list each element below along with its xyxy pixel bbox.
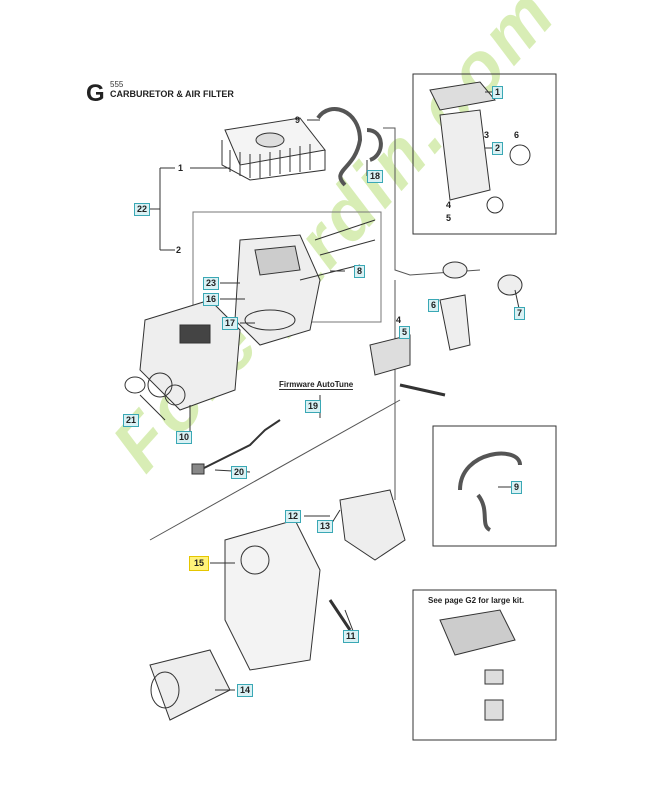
callout-19[interactable]: 19: [305, 400, 322, 413]
label-6: 6: [514, 130, 520, 140]
label-5: 5: [446, 213, 452, 223]
carburetor-housing-drawing: [234, 219, 376, 346]
label-9: 9: [295, 115, 301, 125]
callout-21[interactable]: 21: [123, 414, 140, 427]
inset-frame-hose: [432, 425, 557, 547]
callout-17[interactable]: 17: [222, 317, 239, 330]
callout-14[interactable]: 14: [237, 684, 254, 697]
filter-cover-drawing: [429, 81, 531, 214]
callout-20[interactable]: 20: [231, 466, 248, 479]
large-kit-note: See page G2 for large kit.: [428, 596, 525, 605]
large-kit-drawing: [439, 609, 516, 721]
label-2: 2: [176, 245, 182, 255]
firmware-note: Firmware AutoTune: [279, 380, 354, 390]
label-1: 1: [178, 163, 184, 173]
callout-10[interactable]: 10: [176, 431, 193, 444]
callout-13[interactable]: 13: [317, 520, 334, 533]
callout-8[interactable]: 8: [354, 265, 366, 278]
inset-frame-top: [412, 73, 557, 235]
callout-23[interactable]: 23: [203, 277, 220, 290]
purge-pump-drawing: [369, 261, 523, 397]
callout-22[interactable]: 22: [134, 203, 151, 216]
callout-2[interactable]: 2: [492, 142, 504, 155]
fuel-hose-drawing: [316, 107, 363, 187]
intake-boot-drawing: [149, 649, 231, 721]
callout-12[interactable]: 12: [285, 510, 302, 523]
label-4: 4: [446, 200, 452, 210]
bracket-22: [150, 167, 175, 251]
callout-9[interactable]: 9: [511, 481, 523, 494]
carburetor-drawing: [124, 299, 241, 411]
inset-frame-large-kit: [412, 589, 557, 741]
callout-5[interactable]: 5: [399, 326, 411, 339]
callout-15[interactable]: 15: [189, 556, 210, 571]
air-filter-drawing: [190, 117, 326, 181]
label-3: 3: [484, 130, 490, 140]
callout-1[interactable]: 1: [492, 86, 504, 99]
callout-7[interactable]: 7: [514, 307, 526, 320]
carburetor-cover-drawing: [224, 489, 406, 671]
sensor-cable-drawing: [199, 419, 281, 471]
page-title: CARBURETOR & AIR FILTER: [110, 89, 234, 99]
callout-6[interactable]: 6: [428, 299, 440, 312]
callout-16[interactable]: 16: [203, 293, 220, 306]
section-letter: G: [86, 80, 105, 107]
callout-11[interactable]: 11: [343, 630, 359, 643]
callout-18[interactable]: 18: [367, 170, 384, 183]
model-number: 555: [110, 80, 124, 89]
label-4-valve: 4: [396, 315, 402, 325]
